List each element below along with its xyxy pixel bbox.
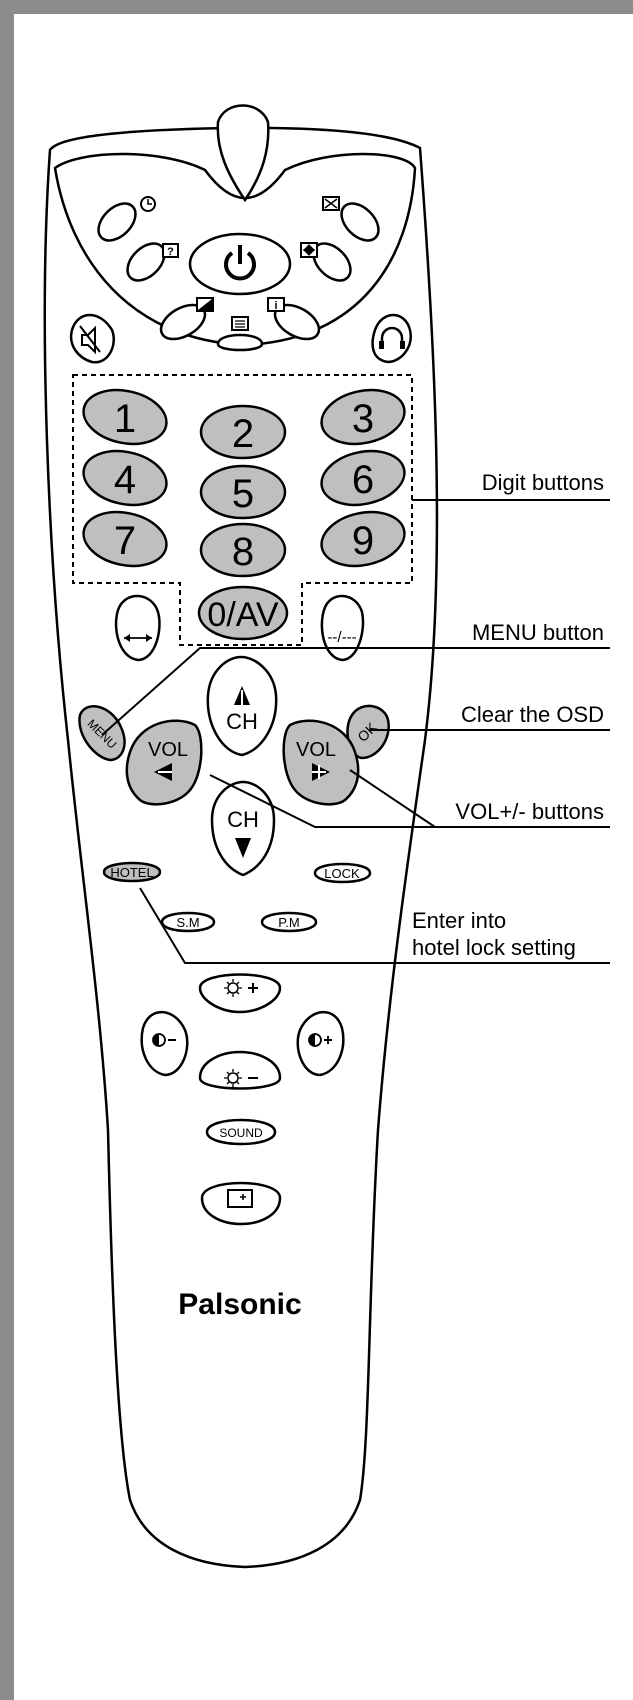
pm-button-label: P.M: [278, 915, 299, 930]
mix-icon: [196, 297, 214, 312]
clock-icon: [140, 196, 156, 212]
reveal-button[interactable]: [121, 237, 172, 288]
svg-text:?: ?: [167, 246, 174, 258]
ch-down-arrow-icon: [235, 838, 251, 858]
zero-av-button[interactable]: [197, 585, 289, 641]
hotel-annotation-line1: Enter into: [412, 908, 506, 933]
vol-left-leader-line: [209, 774, 610, 828]
lock-button[interactable]: [313, 862, 372, 884]
hotel-button-label: HOTEL: [110, 865, 153, 880]
mute-icon: [79, 325, 101, 355]
teletext-cancel-button[interactable]: [335, 197, 386, 248]
menu-button[interactable]: [78, 705, 126, 762]
digit-4-label: 4: [114, 458, 136, 502]
dash-button[interactable]: [320, 594, 365, 662]
menu-button-annotation: MENU button: [472, 620, 604, 645]
sm-button[interactable]: [160, 911, 216, 933]
zero-av-label: 0/AV: [207, 596, 279, 634]
digit-group-outline: [72, 374, 413, 646]
digit-5-label: 5: [232, 472, 254, 516]
digit-8-label: 8: [232, 530, 254, 574]
digit-7-label: 7: [114, 519, 136, 563]
hotel-button[interactable]: [102, 861, 162, 883]
ch-up-label: CH: [226, 709, 258, 734]
vol-plus-button[interactable]: [282, 719, 360, 806]
digit-9-label: 9: [352, 519, 374, 563]
ch-down-button[interactable]: [210, 780, 276, 877]
reveal-icon: ?: [162, 243, 179, 258]
digit-5-button[interactable]: [199, 464, 287, 520]
digit-6-label: 6: [352, 458, 374, 502]
screen-icon: [227, 1189, 253, 1208]
ch-down-label: CH: [227, 807, 259, 832]
svg-text:i: i: [274, 300, 277, 312]
digit-buttons-label: Digit buttons: [482, 470, 604, 495]
clear-osd-annotation: Clear the OSD: [461, 702, 604, 727]
hotel-leader-line: [139, 887, 610, 964]
vol-minus-label: VOL: [148, 739, 188, 761]
power-icon: [224, 245, 256, 281]
teletext-cancel-icon: [322, 196, 340, 211]
pm-button[interactable]: [260, 911, 318, 933]
hotel-annotation-line2: hotel lock setting: [412, 935, 576, 960]
frame-left: [0, 0, 14, 1700]
brightness-down-button[interactable]: [198, 1050, 282, 1090]
sm-button-label: S.M: [176, 915, 199, 930]
digit-1-button[interactable]: [79, 383, 172, 451]
digit-3-label: 3: [352, 397, 374, 441]
swap-arrow-icon: [124, 634, 152, 642]
size-icon: [300, 242, 318, 258]
teletext-icon: [231, 316, 249, 331]
vol-right-leader-line: [349, 769, 436, 828]
digit-6-button[interactable]: [317, 444, 410, 512]
digit-2-label: 2: [232, 412, 254, 456]
brightness-up-button[interactable]: [198, 973, 282, 1014]
headphone-icon: [379, 326, 405, 349]
ir-window: [216, 104, 270, 203]
headphone-button[interactable]: [371, 313, 412, 364]
lock-button-label: LOCK: [324, 866, 360, 881]
vol-plus-label: VOL: [296, 739, 336, 761]
timer-button[interactable]: [92, 197, 143, 248]
vol-plus-arrow-cross: [312, 765, 326, 779]
vol-minus-button[interactable]: [125, 719, 203, 806]
swap-button[interactable]: [114, 594, 161, 662]
contrast-up-icon: [308, 1033, 332, 1047]
vol-buttons-annotation: VOL+/- buttons: [455, 799, 604, 824]
digit-7-button[interactable]: [79, 505, 172, 573]
brightness-down-icon: [224, 1069, 258, 1087]
frame-top: [0, 0, 633, 14]
contrast-down-icon: [152, 1033, 176, 1047]
info-icon: i: [267, 297, 285, 312]
digit-4-button[interactable]: [79, 444, 172, 512]
digit-8-button[interactable]: [199, 522, 287, 578]
digit-buttons: 1 2 3 4 5 6 7 8 9 0/AV: [79, 383, 410, 641]
sound-button-label: SOUND: [219, 1126, 263, 1140]
sound-button[interactable]: [205, 1118, 277, 1146]
digit-2-button[interactable]: [199, 404, 287, 460]
digit-9-button[interactable]: [317, 505, 410, 573]
digit-3-button[interactable]: [317, 383, 410, 451]
dash-label: --/---: [327, 629, 356, 646]
brightness-up-icon: [224, 979, 258, 997]
brand-logo: Palsonic: [178, 1288, 301, 1321]
digit-1-label: 1: [114, 397, 136, 441]
menu-leader-line: [101, 647, 610, 736]
teletext-button[interactable]: [216, 333, 264, 352]
